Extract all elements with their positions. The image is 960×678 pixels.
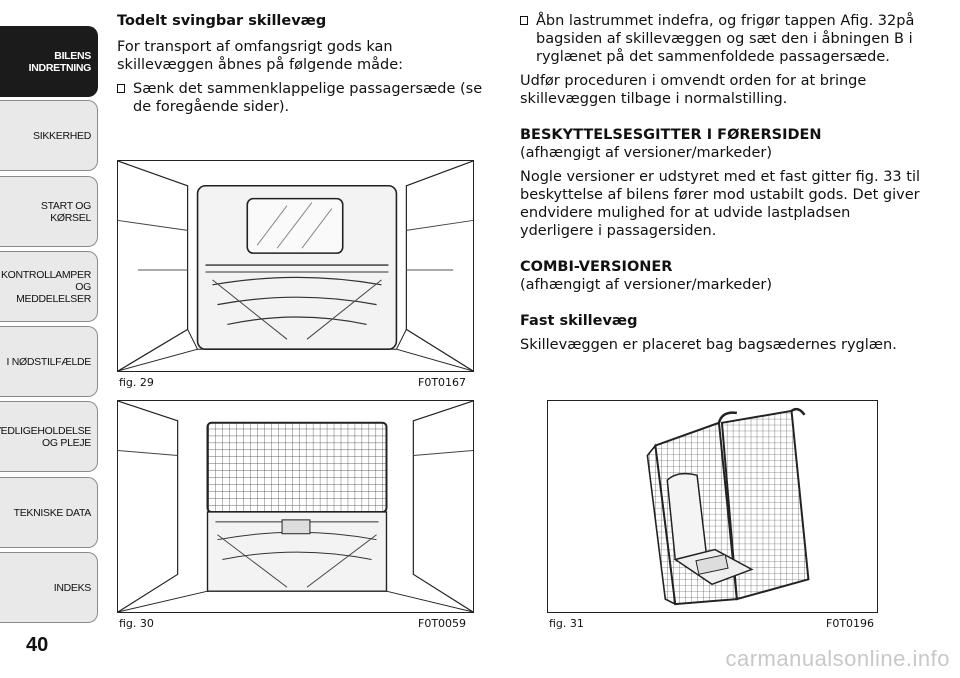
bullet-item: Sænk det sammenklappelige passagersæde (… (117, 80, 487, 116)
figure-30-label: fig. 30 (119, 617, 154, 630)
section-heading: COMBI-VERSIONER (520, 259, 673, 275)
tab-vedligeholdelse[interactable]: VEDLIGEHOLDELSE OG PLEJE (0, 401, 98, 472)
checkbox-bullet-icon (117, 84, 125, 93)
watermark: carmanualsonline.info (725, 646, 950, 671)
figure-30-image (117, 400, 474, 613)
tab-bilens-indretning[interactable]: BILENS INDRETNING (0, 26, 98, 97)
figure-31-label: fig. 31 (549, 617, 584, 630)
bullet-text: Åbn lastrummet indefra, og frigør tappen… (536, 13, 915, 65)
section-subheading: (afhængigt af versioner/markeder) (520, 277, 772, 293)
section-heading: Todelt svingbar skillevæg (117, 13, 327, 29)
tab-kontrollamper[interactable]: KONTROLLAMPER OG MEDDELELSER (0, 251, 98, 322)
figure-31-code: F0T0196 (826, 617, 875, 630)
tab-sikkerhed[interactable]: SIKKERHED (0, 100, 98, 171)
text-column-right: Åbn lastrummet indefra, og frigør tappen… (520, 12, 920, 360)
paragraph: Udfør proceduren i omvendt orden for at … (520, 73, 867, 107)
section-subheading: (afhængigt af versioner/markeder) (520, 145, 772, 161)
tab-tekniske-data[interactable]: TEKNISKE DATA (0, 477, 98, 548)
figure-29-code: F0T0167 (418, 376, 467, 389)
bullet-item: Åbn lastrummet indefra, og frigør tappen… (520, 12, 920, 66)
section-heading: Fast skillevæg (520, 313, 638, 329)
checkbox-bullet-icon (520, 16, 528, 25)
paragraph: Nogle versioner er udstyret med et fast … (520, 169, 921, 239)
page-number: 40 (26, 634, 49, 656)
section-heading: BESKYTTELSESGITTER I FØRERSIDEN (520, 127, 822, 143)
chapter-tabs: BILENS INDRETNING SIKKERHED START OG KØR… (0, 0, 100, 640)
figure-30-code: F0T0059 (418, 617, 467, 630)
tab-i-nodstilfaelde[interactable]: I NØDSTILFÆLDE (0, 326, 98, 397)
tab-start-og-korsel[interactable]: START OG KØRSEL (0, 176, 98, 247)
tab-indeks[interactable]: INDEKS (0, 552, 98, 623)
paragraph: Skillevæggen er placeret bag bagsædernes… (520, 337, 897, 353)
figure-29-image (117, 160, 474, 372)
paragraph: For transport af omfangsrigt gods kan sk… (117, 39, 404, 73)
figure-31-image (547, 400, 878, 613)
bullet-text: Sænk det sammenklappelige passagersæde (… (133, 81, 483, 115)
text-column-left: Todelt svingbar skillevæg For transport … (117, 12, 487, 122)
figure-29-label: fig. 29 (119, 376, 154, 389)
